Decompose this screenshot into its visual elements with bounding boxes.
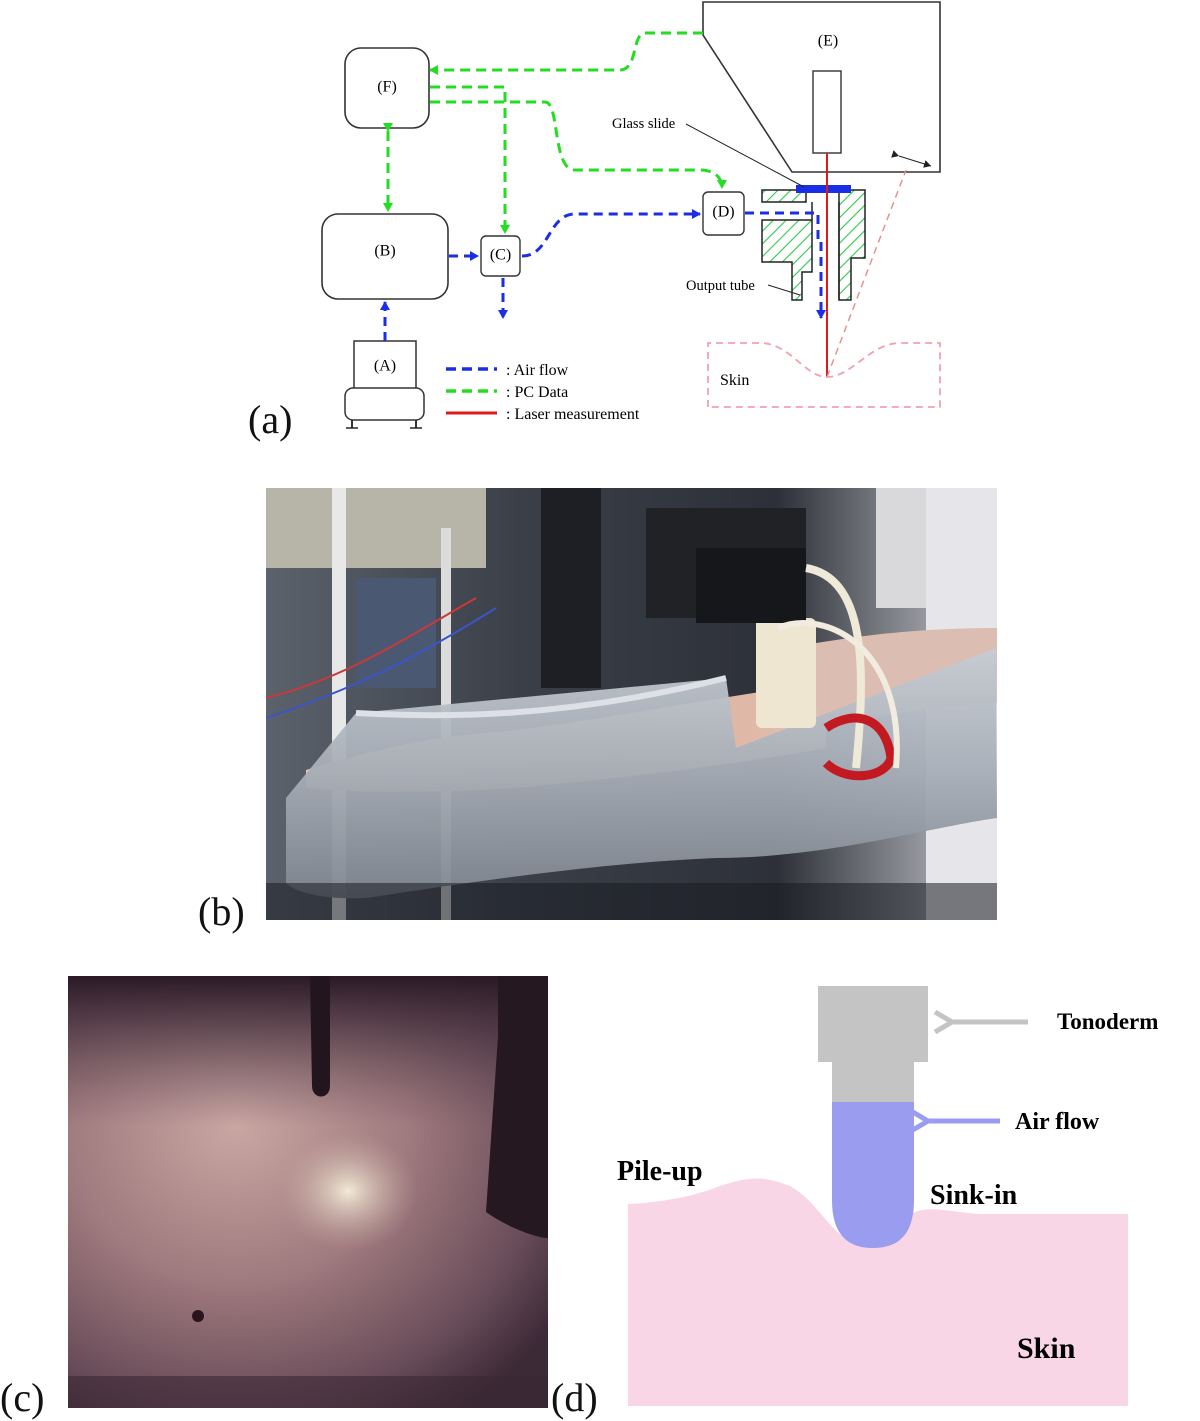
box-b: [321, 213, 449, 300]
compressor-a: [344, 340, 425, 429]
box-b-label: (B): [374, 243, 395, 260]
panel-a-label: (a): [248, 397, 293, 442]
glass-slide-leader: [685, 123, 805, 188]
tonoderm-head: [818, 986, 928, 1062]
skin-block: [628, 1178, 1128, 1406]
adjust-arrow: [891, 150, 932, 168]
box-c: [480, 235, 521, 277]
legend-label-laser: : Laser measurement: [506, 406, 640, 423]
glass-slide: [796, 185, 851, 193]
laser-reflection: [826, 169, 907, 378]
pile-up-label: Pile-up: [617, 1156, 703, 1187]
panel-d-diagram: Tonoderm Air flow Pile-up Sink-in Skin: [617, 986, 1158, 1406]
tonoderm-neck: [832, 1062, 914, 1102]
air-flow-lines: [380, 209, 826, 341]
panel-c-photo: [68, 976, 548, 1408]
box-c-label: (C): [490, 247, 511, 264]
box-d-label: (D): [712, 204, 734, 221]
panel-b-photo: [266, 488, 997, 920]
panel-c-label: (c): [0, 1375, 45, 1420]
laser-sensor: [812, 70, 842, 154]
box-a-label: (A): [374, 358, 396, 375]
glass-slide-label: Glass slide: [612, 116, 675, 132]
skin-surface: [707, 342, 941, 408]
panel-a-diagram: (F) (B) (C) (D) (A) (E) Skin Glass slide…: [321, 1, 941, 429]
skin-label-a: Skin: [720, 372, 749, 389]
panel-b-label: (b): [198, 889, 245, 934]
legend: : Air flow : PC Data : Laser measurement: [446, 362, 640, 423]
air-flow-label-d: Air flow: [1015, 1109, 1100, 1135]
air-flow-column: [832, 1102, 914, 1248]
output-tube-leader: [767, 284, 801, 296]
legend-label-air-flow: : Air flow: [506, 362, 569, 379]
tonoderm-label: Tonoderm: [1057, 1009, 1158, 1034]
nozzle-block: [761, 189, 866, 301]
legend-label-pc-data: : PC Data: [506, 384, 568, 401]
sink-in-label: Sink-in: [930, 1180, 1018, 1211]
box-f-label: (F): [377, 79, 397, 96]
pc-data-lines: [383, 31, 727, 234]
panel-d-label: (d): [551, 1375, 598, 1420]
skin-label-d: Skin: [1017, 1332, 1076, 1365]
box-e-label: (E): [818, 33, 838, 50]
box-d: [702, 191, 745, 236]
output-tube-label: Output tube: [686, 278, 755, 294]
